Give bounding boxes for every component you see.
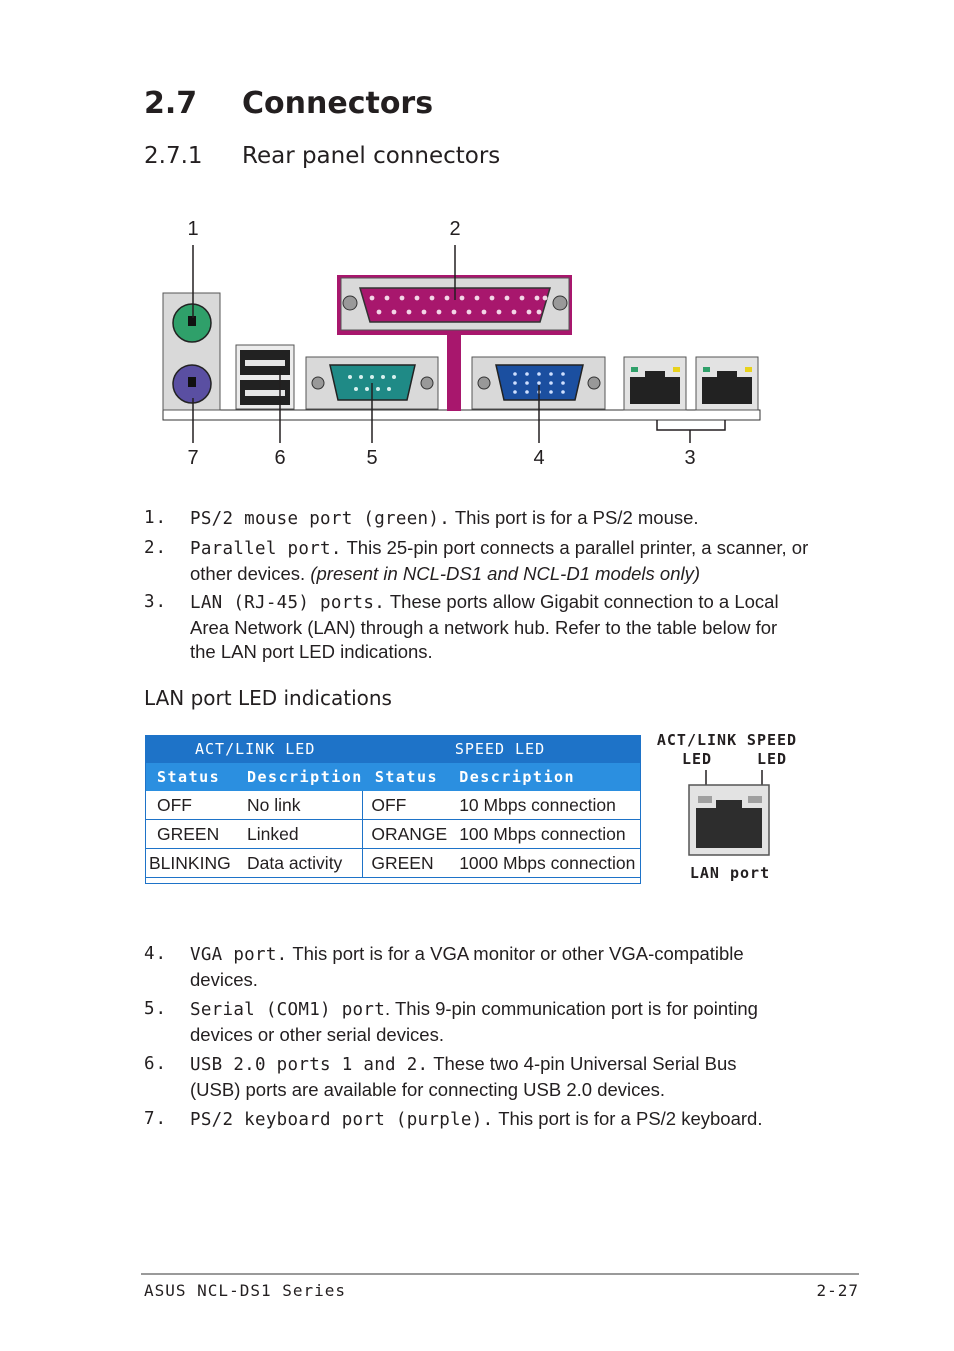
table-row: BLINKING Data activity GREEN 1000 Mbps c… xyxy=(145,848,641,878)
item-note: (present in NCL-DS1 and NCL-D1 models on… xyxy=(310,562,701,584)
section-number: 2.7 xyxy=(144,86,198,121)
led-table: ACT/LINK LED SPEED LED Status Descriptio… xyxy=(145,735,641,878)
table-group-header: ACT/LINK LED SPEED LED xyxy=(145,735,641,763)
table-cell: 1000 Mbps connection xyxy=(447,848,641,878)
column-header: Description xyxy=(447,763,641,791)
item-number: 4. xyxy=(144,944,168,964)
lan-port-label: LAN port xyxy=(689,864,771,882)
item-term: USB 2.0 ports 1 and 2. xyxy=(190,1055,429,1075)
act-link-label-line2: LED xyxy=(681,750,713,768)
footer-page-number: 2-27 xyxy=(816,1281,859,1300)
vga-port-icon xyxy=(471,356,606,410)
table-cell: Data activity xyxy=(235,848,363,878)
item-text: This port is for a VGA monitor or other … xyxy=(190,943,744,990)
item-term: Parallel port. xyxy=(190,539,342,559)
table-cell: Linked xyxy=(235,819,363,849)
item-text: This 25-pin port connects a parallel pri… xyxy=(190,537,809,584)
item-number: 7. xyxy=(144,1109,168,1129)
list-item: 6. USB 2.0 ports 1 and 2. These two 4-pi… xyxy=(144,1052,784,1102)
act-link-led-label: ACT/LINK LED xyxy=(656,731,738,769)
act-link-header: ACT/LINK LED xyxy=(145,735,363,763)
callout-7: 7 xyxy=(187,447,198,469)
item-text: This port is for a PS/2 mouse. xyxy=(450,507,699,528)
item-number: 5. xyxy=(144,999,168,1019)
led-section-title: LAN port LED indications xyxy=(144,686,392,710)
callout-1: 1 xyxy=(187,218,198,240)
lan-port-figure-icon xyxy=(688,770,770,856)
speed-label-line1: SPEED xyxy=(746,731,798,749)
item-number: 3. xyxy=(144,592,168,612)
callout-4: 4 xyxy=(533,447,544,469)
item-number: 6. xyxy=(144,1054,168,1074)
subsection-title: Rear panel connectors xyxy=(242,143,501,169)
item-number: 2. xyxy=(144,538,168,558)
item-text: This port is for a PS/2 keyboard. xyxy=(493,1108,763,1129)
column-header: Status xyxy=(145,763,235,791)
item-number: 1. xyxy=(144,508,168,528)
ps2-ports-icon xyxy=(162,292,221,411)
column-header: Status xyxy=(362,763,448,791)
table-cell: No link xyxy=(235,791,363,820)
table-cell: OFF xyxy=(145,791,235,820)
item-term: Serial (COM1) port xyxy=(190,1000,386,1020)
item-term: LAN (RJ-45) ports. xyxy=(190,593,386,613)
callout-5: 5 xyxy=(366,447,377,469)
footer-product: ASUS NCL-DS1 Series xyxy=(144,1281,347,1300)
callout-3: 3 xyxy=(684,447,695,469)
list-item: 7. PS/2 keyboard port (purple). This por… xyxy=(144,1107,834,1133)
item-text: These two 4-pin Universal Serial Bus (US… xyxy=(190,1053,737,1100)
table-cell: ORANGE xyxy=(362,819,448,849)
rear-panel-diagram: 1 2 7 6 5 4 3 xyxy=(162,218,761,469)
item-term: VGA port. xyxy=(190,945,288,965)
list-item: 1. PS/2 mouse port (green). This port is… xyxy=(144,506,834,532)
table-cell: 10 Mbps connection xyxy=(447,791,641,820)
column-header: Description xyxy=(235,763,363,791)
section-heading: 2.7 Connectors xyxy=(144,86,433,121)
list-item: 3. LAN (RJ-45) ports. These ports allow … xyxy=(144,590,804,665)
list-item: 2. Parallel port. This 25-pin port conne… xyxy=(144,536,834,586)
section-title: Connectors xyxy=(242,86,434,121)
act-link-label-line1: ACT/LINK xyxy=(656,731,738,749)
table-row: GREEN Linked ORANGE 100 Mbps connection xyxy=(145,819,641,849)
callout-6: 6 xyxy=(274,447,285,469)
subsection-number: 2.7.1 xyxy=(144,143,203,169)
speed-label-line2: LED xyxy=(756,750,788,768)
table-cell: GREEN xyxy=(362,848,448,878)
table-cell: GREEN xyxy=(145,819,235,849)
item-term: PS/2 keyboard port (purple). xyxy=(190,1110,494,1130)
lan-ports-icon xyxy=(623,356,759,411)
footer-divider xyxy=(141,1273,859,1275)
callout-2: 2 xyxy=(449,218,460,240)
item-text: These ports allow Gigabit connection to … xyxy=(190,591,779,662)
list-item: 4. VGA port. This port is for a VGA moni… xyxy=(144,942,804,992)
usb-ports-icon xyxy=(235,344,295,410)
table-cell: 100 Mbps connection xyxy=(447,819,641,849)
table-cell: BLINKING xyxy=(145,848,235,878)
list-item: 5. Serial (COM1) port. This 9-pin commun… xyxy=(144,997,814,1047)
item-term: PS/2 mouse port (green). xyxy=(190,509,451,529)
speed-led-label: SPEED LED xyxy=(742,731,802,769)
speed-header: SPEED LED xyxy=(362,735,641,763)
table-cell: OFF xyxy=(362,791,448,820)
item-text: . This 9-pin communication port is for p… xyxy=(190,998,758,1045)
subsection-heading: 2.7.1 Rear panel connectors xyxy=(144,143,500,169)
table-row: OFF No link OFF 10 Mbps connection xyxy=(145,791,641,820)
table-column-header: Status Description Status Description xyxy=(145,763,641,791)
